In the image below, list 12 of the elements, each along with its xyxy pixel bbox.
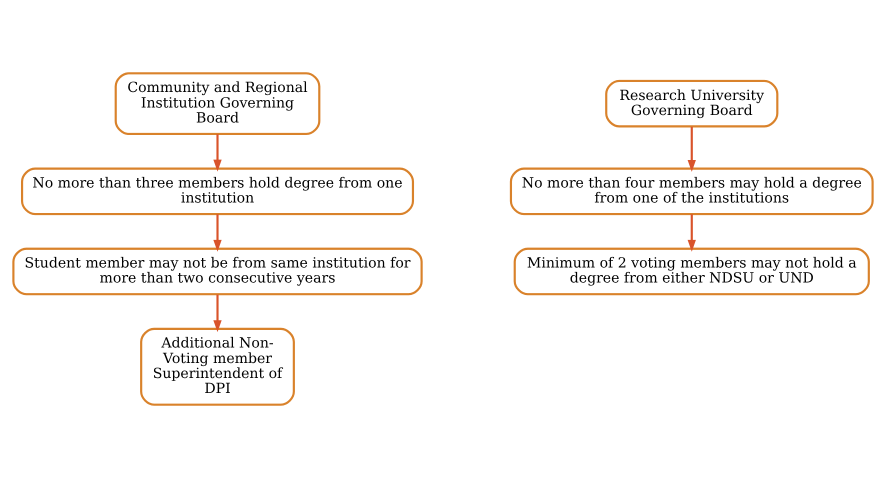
node-box: Community and Regional Institution Governing Board bbox=[114, 72, 320, 136]
node-box: Research University Governing Board bbox=[605, 80, 778, 128]
arrow bbox=[688, 214, 696, 252]
arrow bbox=[688, 126, 696, 172]
node-box: No more than four members may hold a degree from one of the institutions bbox=[510, 168, 874, 216]
node-box: Minimum of 2 voting members may not hold a degree from either NDSU or UND bbox=[514, 248, 870, 296]
node-box: No more than three members hold degree from one institution bbox=[20, 168, 414, 216]
node-box: Additional Non-Voting member Superintendent of DPI bbox=[140, 328, 295, 406]
arrow bbox=[213, 214, 222, 252]
arrow bbox=[213, 294, 222, 332]
arrow bbox=[213, 134, 222, 172]
node-box: Student member may not be from same institution for more than two consecutive years bbox=[12, 248, 423, 296]
